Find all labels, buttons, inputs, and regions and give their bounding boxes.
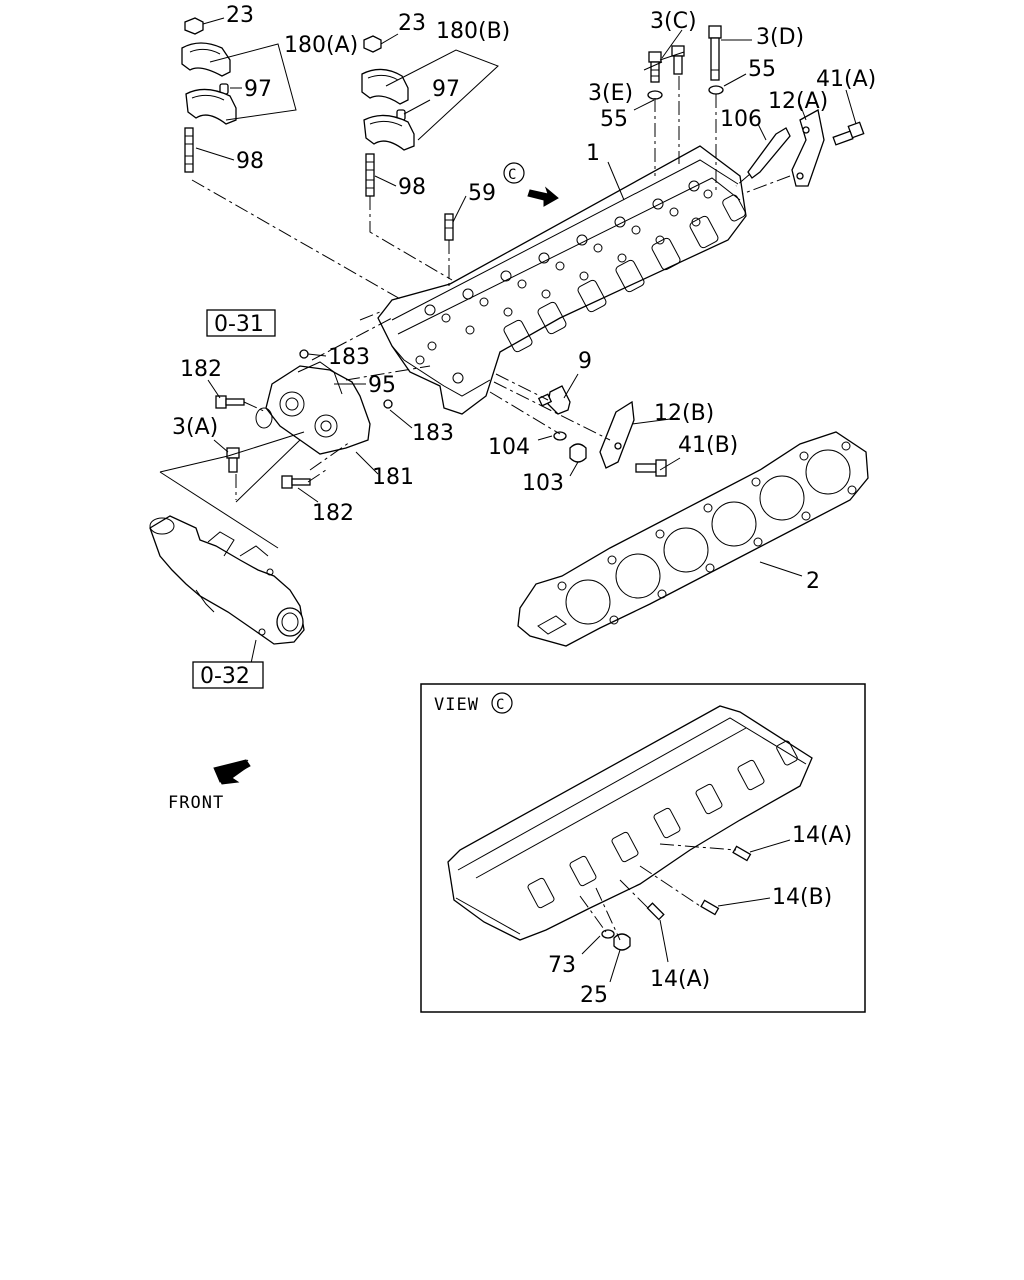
callout-labels: 23 180(A) 97 98 23 180(B) 97 98 3(C) 3(D… (168, 3, 876, 1008)
view-c-title: VIEW (434, 695, 479, 715)
label-9: 9 (578, 349, 592, 374)
view-c-callout-letter: C (508, 167, 517, 183)
label-182-a: 182 (180, 357, 222, 382)
bearing-cap-assembly-a (181, 17, 237, 173)
label-55-a: 55 (748, 57, 776, 82)
label-3c: 3(C) (650, 9, 697, 34)
alignment-lines (191, 76, 791, 500)
view-c-marker-circle (491, 692, 513, 714)
head-exhaust-ports (503, 194, 746, 353)
thermostat-housing (215, 349, 393, 489)
label-181: 181 (372, 465, 414, 490)
view-c-letter: C (496, 697, 505, 713)
bearing-cap-assembly-b (361, 35, 415, 197)
label-41b: 41(B) (678, 433, 738, 458)
label-23-a: 23 (226, 3, 254, 28)
label-95: 95 (368, 373, 396, 398)
leader-lines (195, 17, 857, 577)
label-59: 59 (468, 181, 496, 206)
view-c-callout-circle (503, 162, 525, 184)
ref-0-32: 0-32 (200, 664, 250, 689)
label-41a: 41(A) (816, 67, 876, 92)
label-97-b: 97 (432, 77, 460, 102)
label-1: 1 (586, 141, 600, 166)
ref-box-0-31 (206, 309, 276, 337)
label-98-b: 98 (398, 175, 426, 200)
label-14b: 14(B) (772, 885, 832, 910)
label-12a: 12(A) (768, 89, 828, 114)
head-bolts-top (647, 25, 865, 187)
label-104: 104 (488, 435, 530, 460)
ref-0-31: 0-31 (214, 312, 264, 337)
label-106: 106 (720, 107, 762, 132)
side-small-parts (537, 385, 667, 477)
label-3a: 3(A) (172, 415, 218, 440)
head-gasket (517, 431, 869, 647)
label-180a: 180(A) (284, 33, 358, 58)
label-97-a: 97 (244, 77, 272, 102)
front-label: FRONT (168, 793, 224, 813)
water-manifold (149, 515, 305, 645)
label-3d: 3(D) (756, 25, 804, 50)
label-12b: 12(B) (654, 401, 714, 426)
front-arrow-icon (213, 759, 251, 785)
label-14a-1: 14(A) (792, 823, 852, 848)
view-c-inset (420, 683, 866, 1013)
group-brackets (159, 43, 499, 669)
label-180b: 180(B) (436, 19, 510, 44)
label-183-a: 183 (328, 345, 370, 370)
head-valve-holes (415, 180, 713, 384)
ref-box-0-32 (192, 661, 264, 689)
label-103: 103 (522, 471, 564, 496)
label-98-a: 98 (236, 149, 264, 174)
view-c-ports (527, 740, 798, 909)
label-23-b: 23 (398, 11, 426, 36)
label-182-b: 182 (312, 501, 354, 526)
label-14a-2: 14(A) (650, 967, 710, 992)
cylinder-head (377, 145, 747, 415)
label-25: 25 (580, 983, 608, 1008)
label-55-b: 55 (600, 107, 628, 132)
label-3e: 3(E) (588, 81, 633, 106)
label-183-b: 183 (412, 421, 454, 446)
label-73: 73 (548, 953, 576, 978)
label-2: 2 (806, 569, 820, 594)
